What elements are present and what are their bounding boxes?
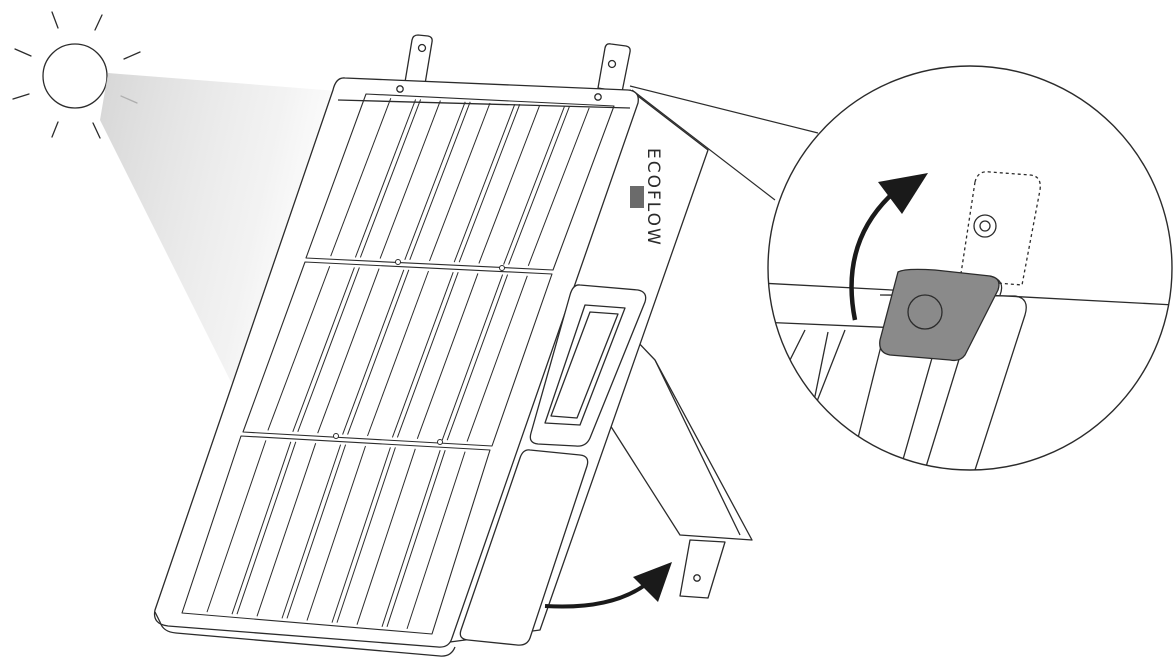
cell-strip-line [342, 269, 405, 435]
cell-strip-line [354, 99, 417, 258]
cell-strip-line [267, 266, 331, 431]
cell-strip-line [453, 104, 516, 263]
svg-text:ECOFLOW: ECOFLOW [643, 148, 663, 247]
mounting-tab-right [597, 43, 631, 93]
cell-strip-line [416, 273, 479, 439]
cell-strip-line [404, 101, 466, 260]
cell-strip-line [236, 441, 297, 615]
brand-badge [630, 186, 644, 208]
accessory-pocket [459, 449, 589, 646]
cell-strip-line [306, 445, 366, 621]
cell-connectors [333, 259, 505, 445]
lifted-tab-outline [959, 171, 1041, 286]
cell-strip-line [356, 448, 416, 625]
cell-strip-line [466, 275, 528, 442]
cell-strip-line [297, 267, 360, 432]
cell-strip-line [347, 269, 410, 435]
cell-strip-line [527, 107, 590, 266]
cell-strip-line [206, 440, 267, 613]
carry-handle[interactable] [529, 284, 647, 447]
cell-strips [206, 98, 590, 630]
curved-arrow-icon [544, 562, 672, 609]
zoom-detail-view [767, 65, 1173, 471]
cell-strip-line [281, 444, 342, 619]
cell-strip-line [406, 451, 466, 630]
cell-strip-line [396, 272, 459, 438]
sun-icon [12, 11, 141, 139]
cell-strip-line [231, 441, 292, 615]
cell-strip-line [256, 443, 317, 617]
cell-strip-line [336, 447, 396, 623]
cell-strip-line [367, 270, 429, 437]
mounting-tab-left [404, 34, 433, 85]
cell-strip-line [503, 106, 565, 265]
curved-arrow-icon [849, 173, 928, 321]
cell-strip-line [458, 104, 521, 263]
cell-strip-line [286, 444, 347, 619]
brand-logo: ECOFLOW [643, 148, 663, 247]
cell-strip-line [331, 447, 391, 623]
cell-strip-line [379, 100, 441, 259]
cell-strip-line [386, 450, 446, 627]
mounting-tabs [404, 34, 631, 93]
cell-strip-line [330, 98, 392, 257]
cell-strip-line [359, 99, 422, 258]
cell-strip-line [429, 102, 491, 262]
sunlight-beam [100, 73, 350, 400]
cell-strip-line [292, 267, 355, 432]
cell-strip-line [381, 450, 441, 627]
cell-strip-line [508, 106, 570, 265]
cell-strip-line [441, 274, 504, 441]
cell-strip-line [478, 105, 541, 264]
cell-strip-line [317, 268, 380, 434]
solar-panel [153, 77, 639, 657]
zoom-callout-lines [629, 85, 819, 201]
solar-cell-grid [181, 93, 615, 635]
cell-strip-line [391, 272, 454, 438]
cell-strip-line [409, 101, 471, 260]
cell-strip-line [446, 274, 509, 441]
